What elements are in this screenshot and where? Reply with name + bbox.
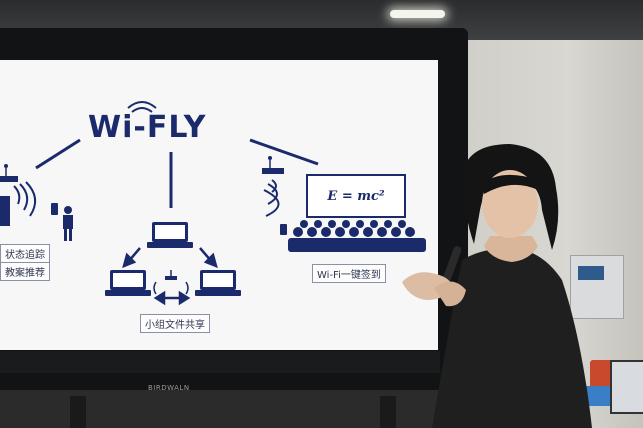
laptop-edge (610, 360, 643, 414)
wifi-waves-right (263, 179, 280, 217)
neck (484, 236, 538, 262)
stand-leg-right (380, 396, 396, 428)
machine-display (578, 266, 604, 280)
ceiling-light (390, 10, 445, 18)
phone-icon-right (280, 224, 287, 235)
building-icon-left (0, 196, 10, 226)
wifi-waves-left (13, 181, 37, 217)
audience-icon (288, 220, 426, 252)
presenter-person (402, 144, 592, 428)
label-wifi-checkin: Wi-Fi一键签到 (312, 264, 386, 283)
connector-line-left (35, 138, 81, 170)
connector-line-right (249, 138, 319, 166)
wifi-waves-center (153, 281, 189, 295)
router-icon-left (0, 164, 18, 182)
bangs (482, 174, 538, 194)
stand-leg-left (70, 396, 86, 428)
lab-machine (570, 255, 624, 319)
label-status-tracking: 状态追踪 (0, 244, 50, 263)
slide-graphics (0, 101, 426, 306)
router-icon-right (262, 156, 284, 174)
person-icon (63, 206, 73, 241)
laptop-icon-top (147, 222, 193, 248)
monitor-bezel-bottom (0, 351, 440, 373)
label-group-file-share: 小组文件共享 (140, 314, 210, 333)
hand-right (434, 281, 466, 307)
phone-icon (51, 203, 58, 215)
label-teaching-recommend: 教案推荐 (0, 262, 50, 281)
slide-title: Wi-FLY (88, 110, 207, 145)
black-jacket (432, 248, 592, 428)
laptop-icon-right (195, 270, 241, 296)
router-icon-center (165, 270, 177, 280)
hair (463, 144, 559, 250)
equation-board: E = mc² (306, 174, 406, 218)
wifi-signal-icon (127, 101, 157, 113)
laptop-icon-left (105, 270, 151, 296)
arrow-icons (122, 247, 218, 306)
monitor-brand-logo: BIRDWALN (148, 384, 190, 392)
